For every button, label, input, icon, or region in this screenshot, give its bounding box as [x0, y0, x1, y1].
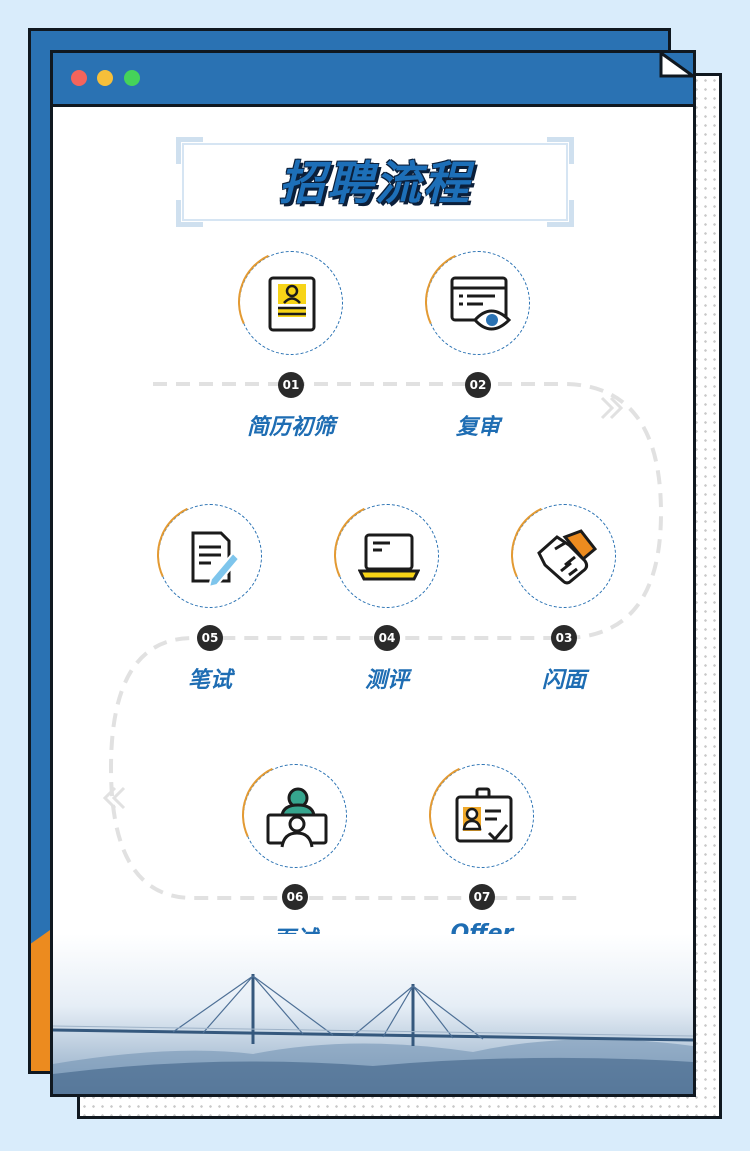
- video-interview-icon: [266, 787, 328, 848]
- window: 招聘流程 01 简历初筛: [50, 50, 696, 1097]
- handshake-icon: [537, 529, 597, 585]
- step-05-circle[interactable]: [142, 488, 276, 622]
- bridge-skyline-image: [53, 934, 693, 1094]
- folded-corner: [659, 50, 696, 78]
- step-03-label: 闪面: [541, 668, 586, 693]
- screen-review-icon: [450, 276, 511, 331]
- step-02-number: 02: [465, 372, 491, 398]
- step-05-number: 05: [197, 625, 223, 651]
- step-04-label: 测评: [364, 668, 409, 693]
- document-pen-icon: [191, 531, 241, 587]
- step-04-circle[interactable]: [319, 488, 453, 622]
- step-02-circle[interactable]: [410, 235, 544, 369]
- process-path: [102, 382, 664, 900]
- title-frame: 招聘流程: [176, 137, 574, 227]
- window-titlebar: [53, 53, 693, 107]
- step-06-circle[interactable]: [227, 748, 361, 882]
- step-01-number: 01: [278, 372, 304, 398]
- laptop-icon: [358, 533, 420, 581]
- minimize-dot-icon[interactable]: [97, 70, 113, 86]
- step-05-label: 笔试: [187, 668, 232, 693]
- step-04-number: 04: [374, 625, 400, 651]
- close-dot-icon[interactable]: [71, 70, 87, 86]
- step-03-circle[interactable]: [496, 488, 630, 622]
- step-01-label: 简历初筛: [246, 415, 335, 440]
- page-title: 招聘流程: [279, 156, 471, 210]
- resume-icon: [268, 276, 316, 332]
- step-07-number: 07: [469, 884, 495, 910]
- maximize-dot-icon[interactable]: [124, 70, 140, 86]
- step-03-number: 03: [551, 625, 577, 651]
- step-06-number: 06: [282, 884, 308, 910]
- id-card-check-icon: [455, 787, 513, 843]
- step-01-circle[interactable]: [223, 235, 357, 369]
- step-02-label: 复审: [455, 415, 500, 440]
- step-07-circle[interactable]: [414, 748, 548, 882]
